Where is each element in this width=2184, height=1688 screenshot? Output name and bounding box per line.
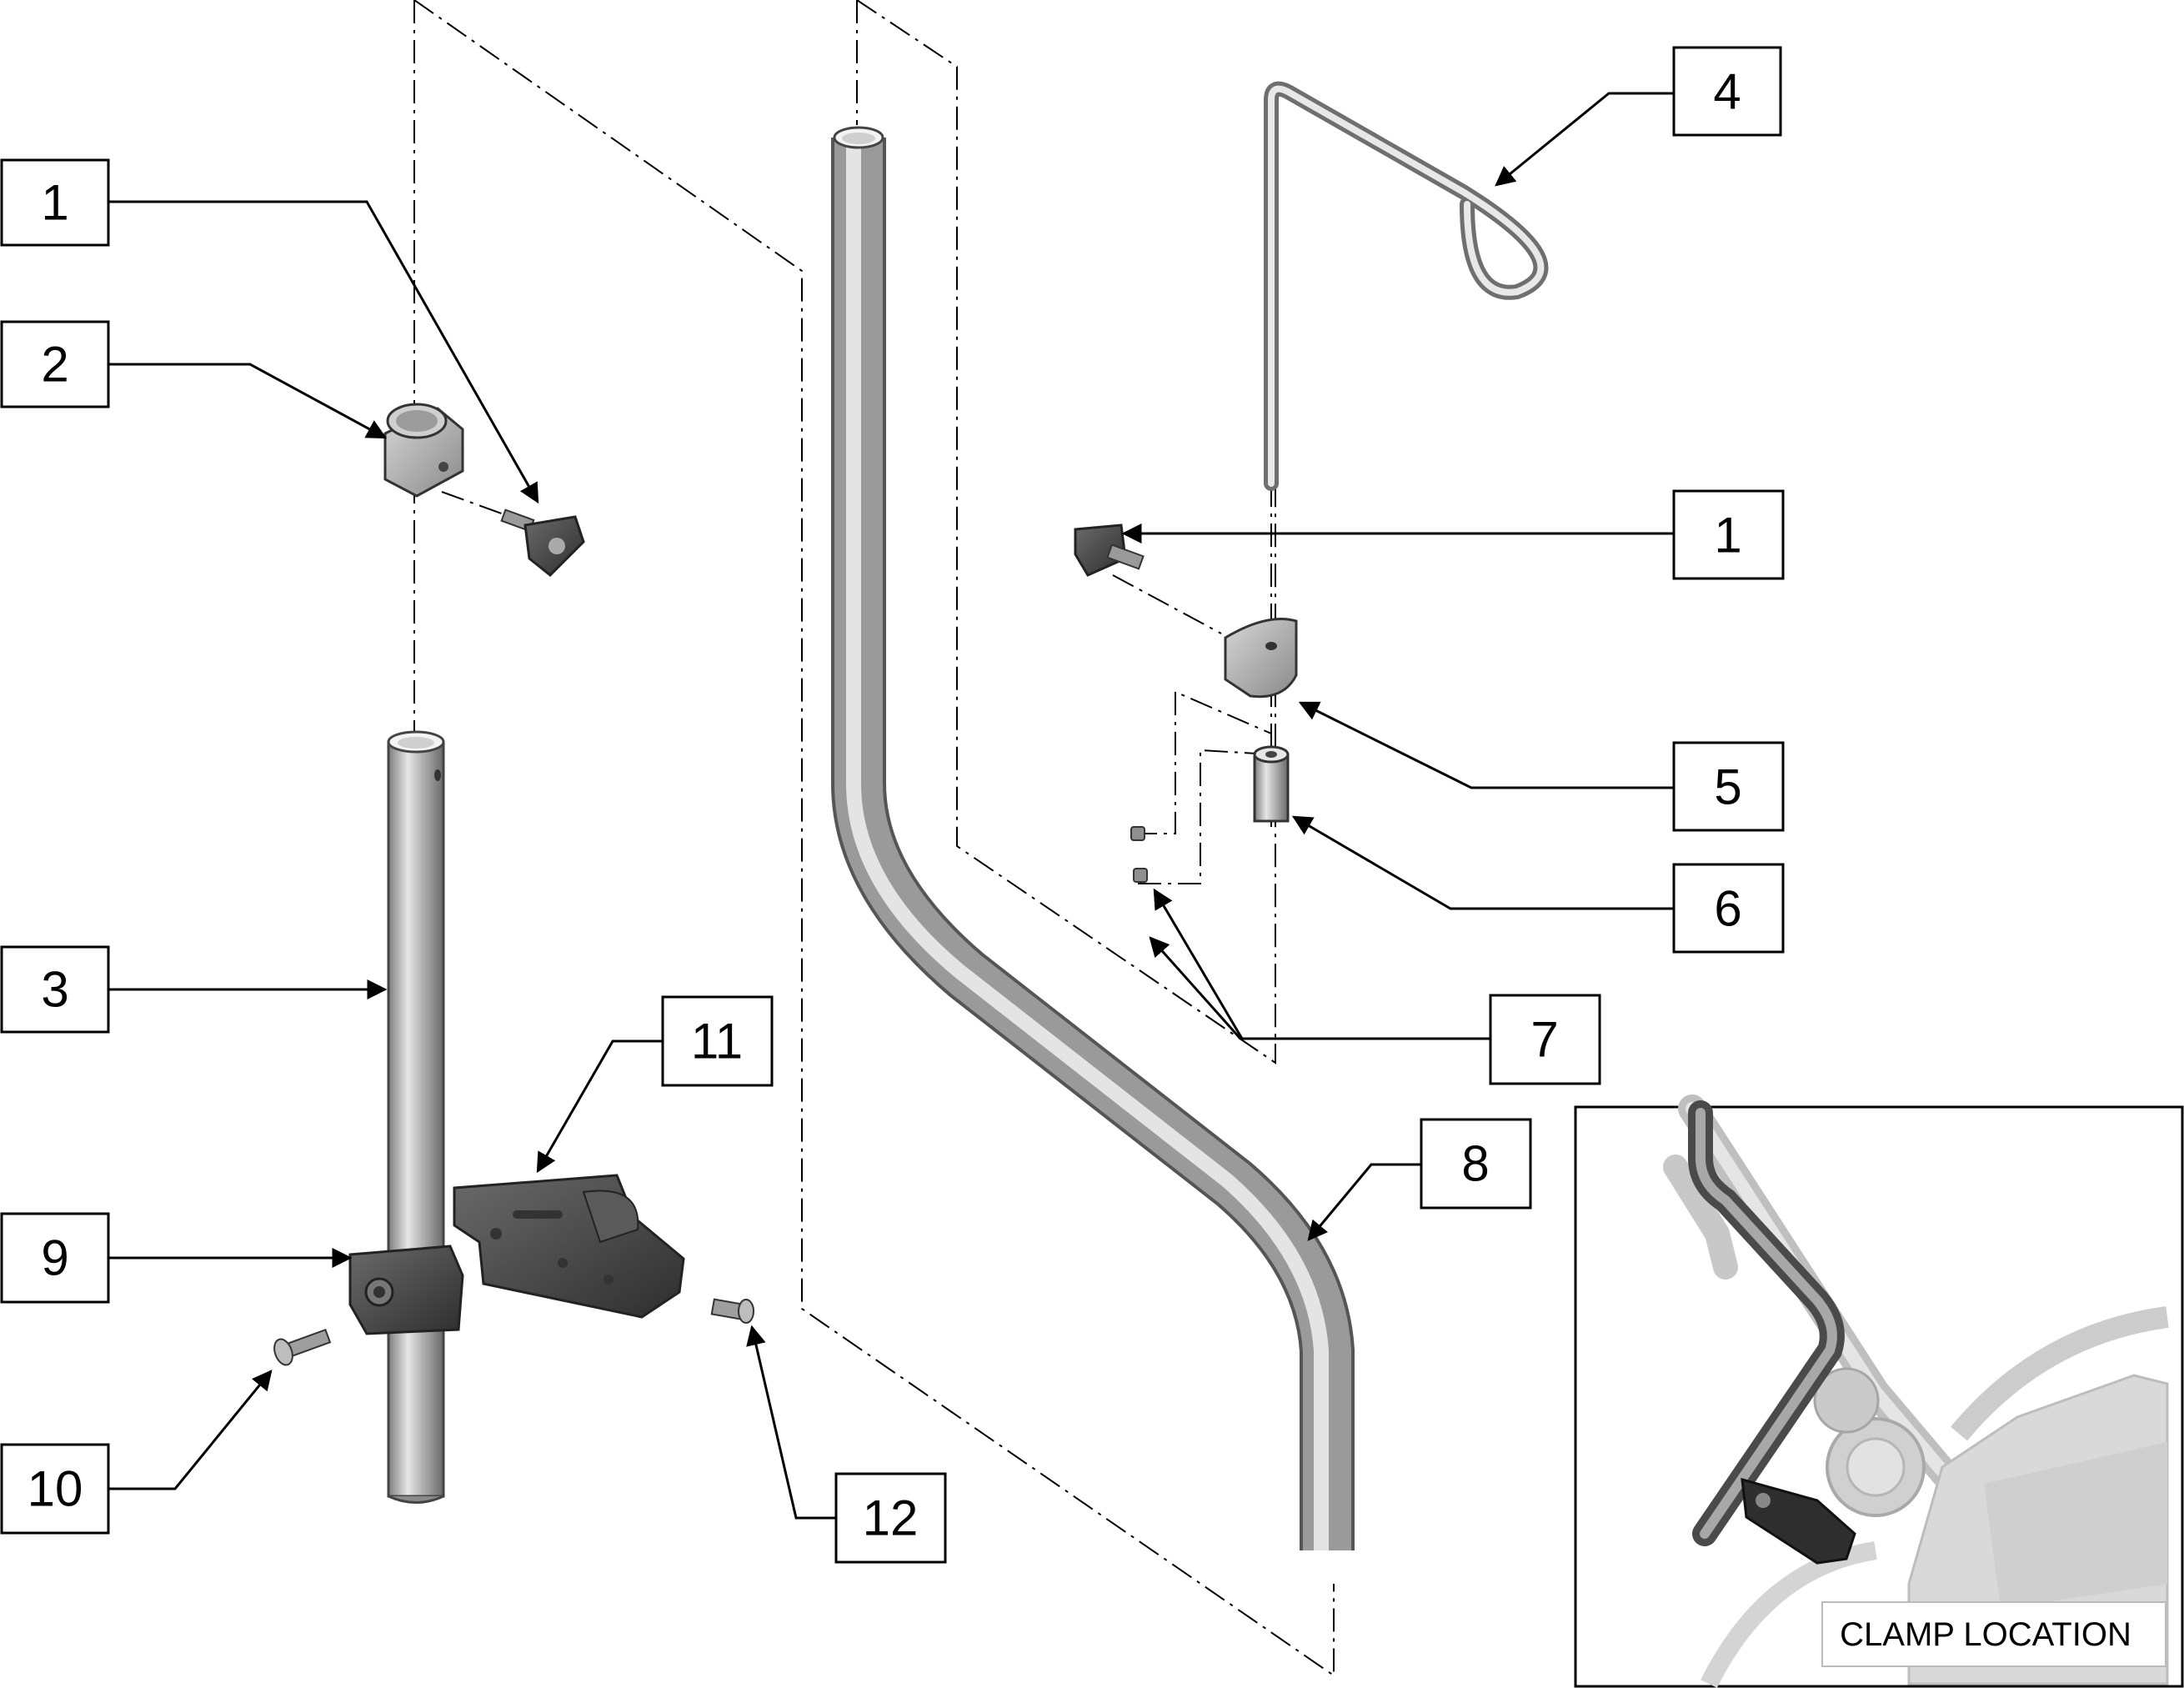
svg-text:8: 8 [1461,1136,1489,1192]
callout-12: 12 [834,1472,947,1564]
square-collar-part [383,403,464,498]
svg-text:7: 7 [1530,1012,1558,1068]
svg-text:2: 2 [41,337,68,393]
callout-4: 4 [1672,46,1782,137]
main-bent-tube-part [831,126,1355,1550]
callout-1-left: 1 [0,158,110,247]
leader-lines [108,92,1674,1520]
straight-tube-part [387,730,445,1504]
callout-2: 2 [0,320,110,408]
inset-caption: CLAMP LOCATION [1840,1616,2131,1653]
callout-6: 6 [1672,863,1785,954]
knob-housing-part [1224,618,1298,699]
svg-text:1: 1 [1714,508,1741,564]
callout-7: 7 [1489,994,1601,1085]
callout-9: 9 [0,1212,110,1304]
svg-text:10: 10 [28,1461,83,1517]
svg-text:4: 4 [1713,64,1741,120]
svg-text:3: 3 [41,962,68,1018]
clamp-location-inset: CLAMP LOCATION [1574,1094,2184,1688]
screw-12-part [710,1298,754,1324]
svg-text:12: 12 [863,1490,919,1546]
callout-1-right: 1 [1672,489,1785,580]
svg-text:6: 6 [1714,881,1741,937]
svg-text:11: 11 [691,1014,743,1069]
tube-clamp-part [348,1245,464,1335]
svg-text:1: 1 [41,175,68,231]
callout-10: 10 [0,1443,110,1535]
knob-screw-right-part [1074,523,1145,577]
screw-10-part [273,1328,332,1366]
svg-text:9: 9 [41,1230,68,1286]
mounting-bracket-part [453,1174,685,1319]
callout-11: 11 [661,995,774,1087]
hook-rod-part [1264,81,1549,491]
callout-8: 8 [1420,1118,1532,1210]
set-screws-part [1130,826,1148,883]
callout-3: 3 [0,945,110,1034]
leader-line-7-branch [1149,936,1242,1039]
callout-5: 5 [1672,741,1785,832]
insert-sleeve-part [1253,745,1290,823]
svg-text:5: 5 [1714,759,1741,815]
knob-screw-left-part [500,508,585,578]
